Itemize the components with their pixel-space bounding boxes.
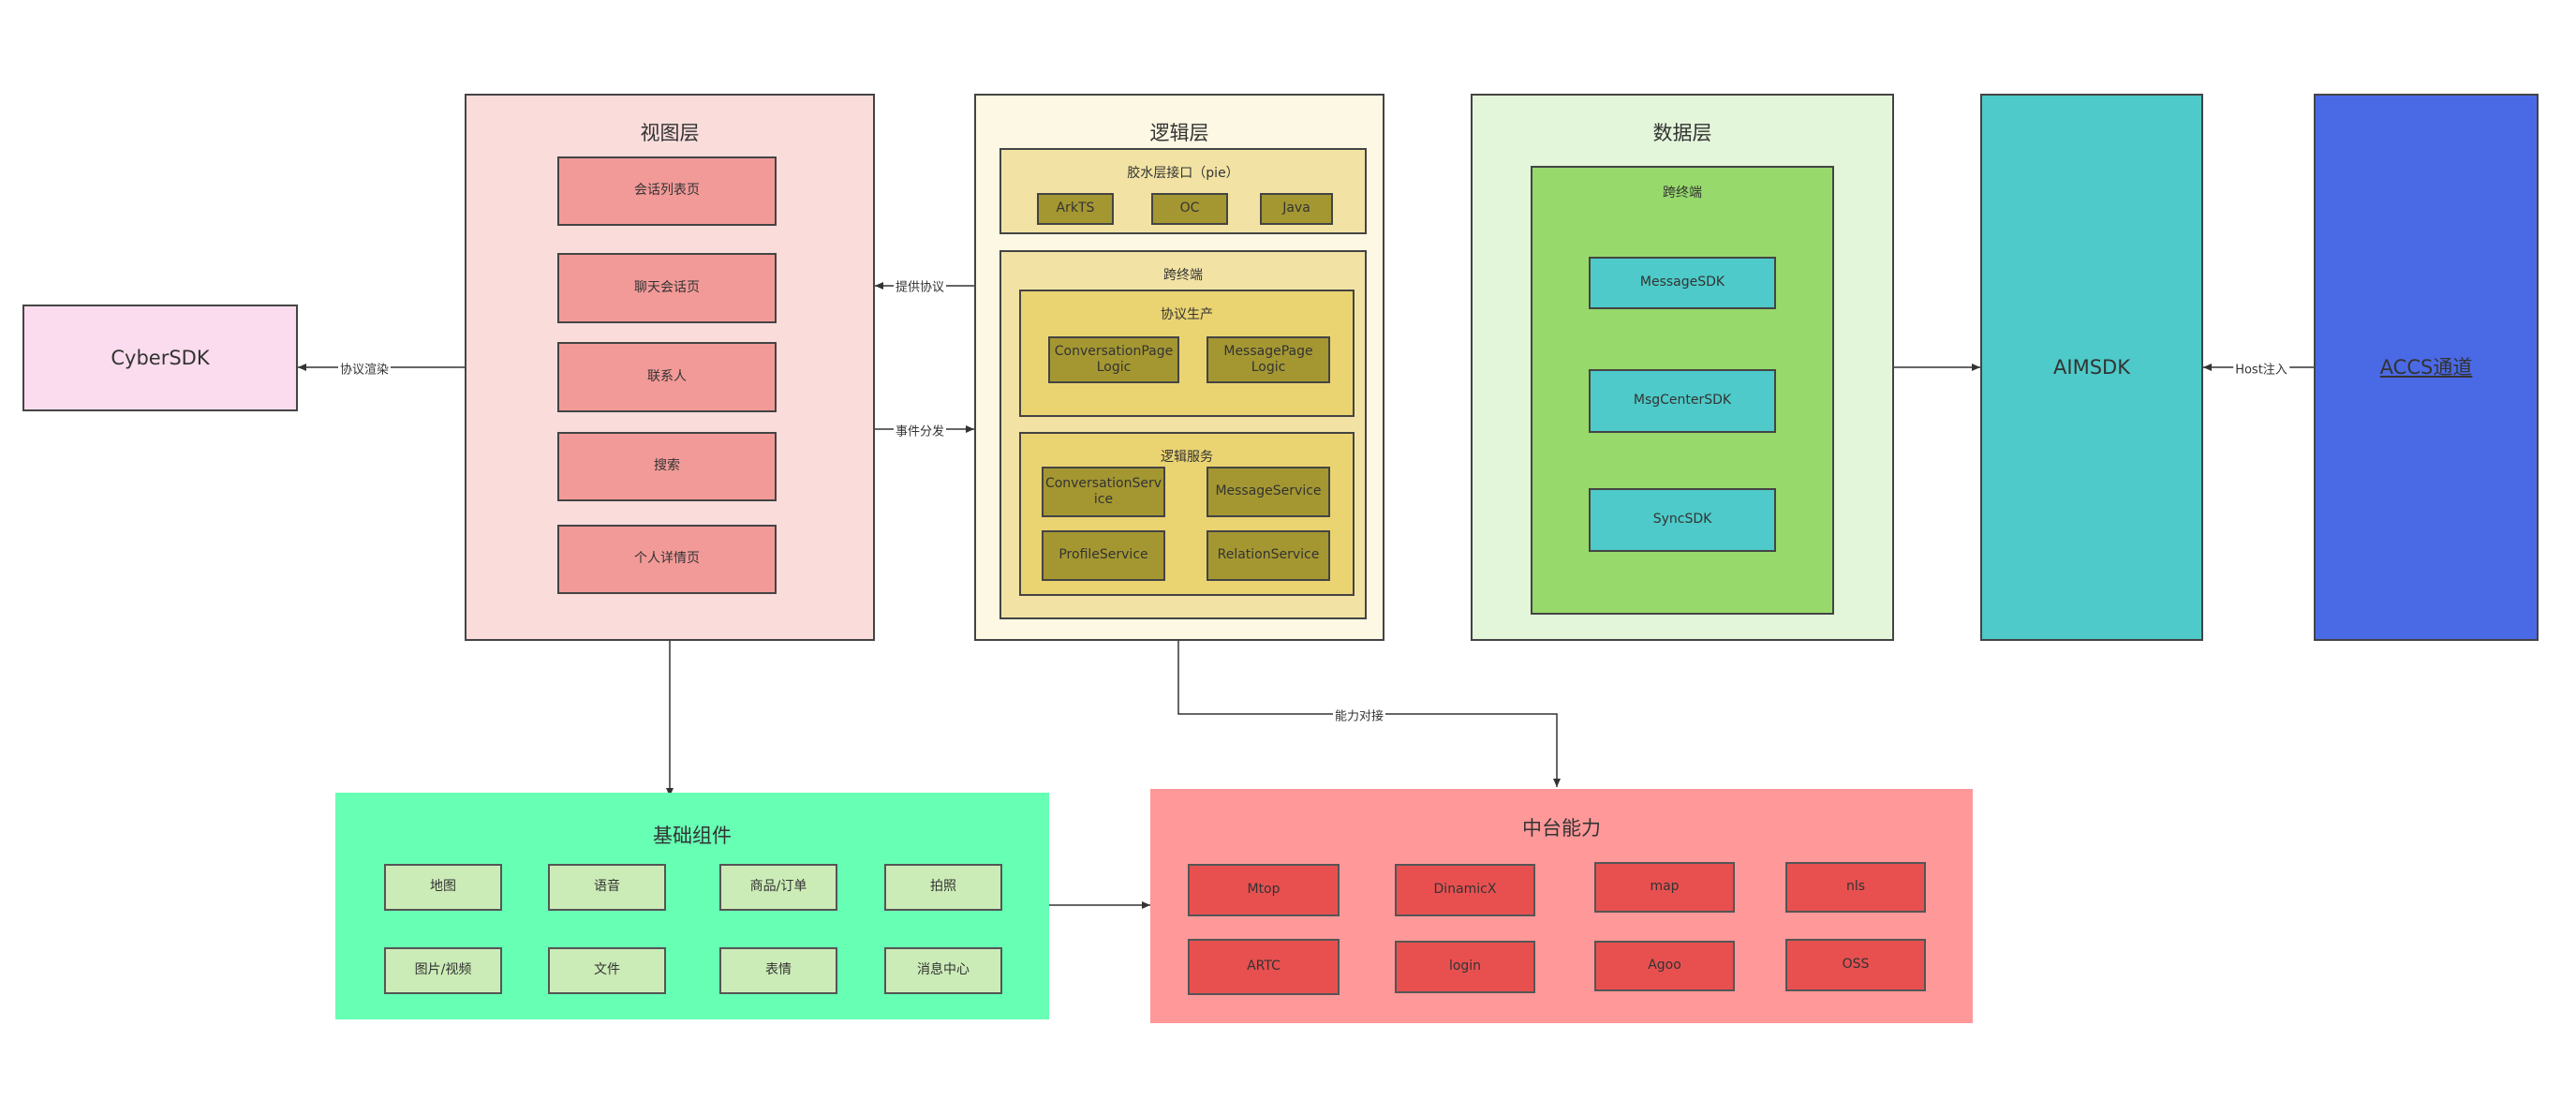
middle-item-login[interactable]: login [1395,941,1535,993]
aimsdk-node[interactable]: AIMSDK [1980,94,2203,641]
data-cross-title: 跨终端 [1663,186,1702,201]
view-item-contacts[interactable]: 联系人 [557,342,777,412]
service-item-relation[interactable]: RelationService [1207,530,1330,581]
middle-item-artc[interactable]: ARTC [1188,939,1340,995]
data-item-messagesdk[interactable]: MessageSDK [1589,257,1776,309]
edge-label-event-dispatch: 事件分发 [893,421,947,439]
middle-item-map[interactable]: map [1594,862,1735,913]
view-item-search[interactable]: 搜索 [557,432,777,501]
view-item-chat[interactable]: 聊天会话页 [557,253,777,323]
service-item-message[interactable]: MessageService [1207,467,1330,517]
base-item-image-video[interactable]: 图片/视频 [384,947,502,994]
data-item-msgcentersdk[interactable]: MsgCenterSDK [1589,369,1776,433]
logic-cross-title: 跨终端 [1163,268,1203,283]
base-item-message-center[interactable]: 消息中心 [884,947,1002,994]
glue-item-java[interactable]: Java [1260,193,1333,225]
middle-item-oss[interactable]: OSS [1785,939,1926,991]
base-item-map[interactable]: 地图 [384,864,502,911]
base-item-voice[interactable]: 语音 [548,864,666,911]
view-layer-title: 视图层 [640,122,700,144]
service-item-profile[interactable]: ProfileService [1042,530,1165,581]
middle-item-mtop[interactable]: Mtop [1188,864,1340,916]
glue-layer-title: 胶水层接口（pie） [1127,166,1239,181]
protocol-item-message-page-logic[interactable]: MessagePage Logic [1207,336,1330,383]
edge-label-host-inject: Host注入 [2233,359,2289,378]
base-item-camera[interactable]: 拍照 [884,864,1002,911]
base-item-file[interactable]: 文件 [548,947,666,994]
edge-label-provide-protocol: 提供协议 [893,276,947,295]
protocol-item-conversation-page-logic[interactable]: ConversationPage Logic [1048,336,1179,383]
logic-service-title: 逻辑服务 [1161,450,1213,465]
view-item-conversation-list[interactable]: 会话列表页 [557,156,777,226]
accs-channel-node[interactable]: ACCS通道 [2314,94,2539,641]
base-item-goods-order[interactable]: 商品/订单 [719,864,837,911]
glue-item-oc[interactable]: OC [1151,193,1228,225]
edge-label-protocol-render: 协议渲染 [337,359,392,378]
data-item-syncsdk[interactable]: SyncSDK [1589,488,1776,552]
middle-item-agoo[interactable]: Agoo [1594,941,1735,991]
middle-item-nls[interactable]: nls [1785,862,1926,913]
edge-label-capability: 能力对接 [1332,706,1386,724]
middle-platform-title: 中台能力 [1522,817,1601,840]
service-item-conversation[interactable]: ConversationServ ice [1042,467,1165,517]
data-layer-title: 数据层 [1652,122,1712,144]
middle-item-dinamicx[interactable]: DinamicX [1395,864,1535,916]
view-item-profile[interactable]: 个人详情页 [557,525,777,594]
cybersdk-node[interactable]: CyberSDK [22,305,298,411]
base-components-title: 基础组件 [653,825,732,847]
base-item-emoji[interactable]: 表情 [719,947,837,994]
logic-layer-title: 逻辑层 [1149,122,1209,144]
glue-item-arkts[interactable]: ArkTS [1037,193,1114,225]
protocol-production-title: 协议生产 [1161,307,1213,322]
